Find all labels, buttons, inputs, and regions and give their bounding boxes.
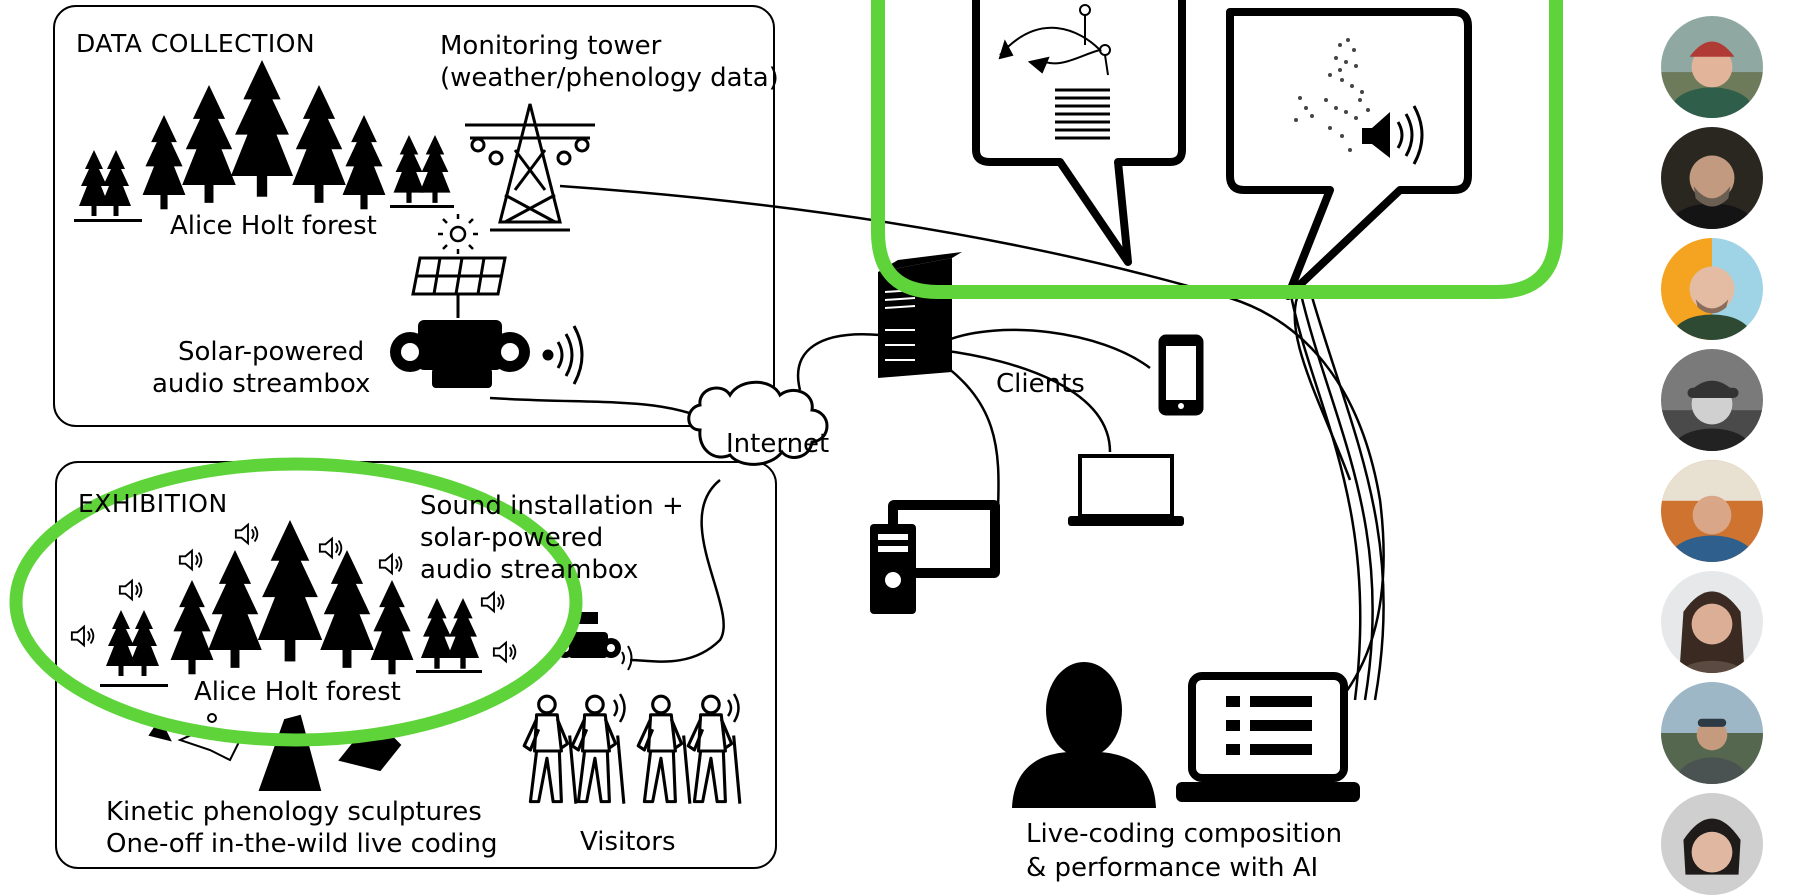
avatar-8 [1661,793,1763,895]
installation-label-line2: solar-powered [420,523,604,553]
smartphone-icon [1158,334,1204,416]
exhibition-heading: EXHIBITION [78,489,228,518]
sculptures-label-line1: Kinetic phenology sculptures [106,797,482,827]
avatar-7 [1661,682,1763,784]
transmission-tower-icon [465,103,595,232]
laptop-icon [1068,454,1184,526]
coding-laptop-icon [1176,672,1360,802]
clients-label: Clients [996,369,1085,399]
forest-label-exhibition: Alice Holt forest [194,677,401,707]
composition-label-line1: Live-coding composition [1026,819,1343,849]
avatar-2 [1661,127,1763,229]
installation-label-line3: audio streambox [420,555,639,585]
streambox-label-line2: audio streambox [152,369,371,399]
forest-label-top: Alice Holt forest [170,211,377,241]
tower-label-line1: Monitoring tower [440,31,662,61]
internet-label: Internet [726,429,830,459]
installation-label-line1: Sound installation + [420,491,684,521]
data-collection-heading: DATA COLLECTION [76,29,316,58]
data-collection-panel [53,5,775,427]
avatar-6 [1661,571,1763,673]
hiker-icons [522,693,742,806]
cloud-icon [687,380,829,466]
visitors-label: Visitors [580,827,676,857]
tower-label-line2: (weather/phenology data) [440,63,779,93]
solar-panel-icon [411,256,507,318]
sculptures-label-line2: One-off in-the-wild live coding [106,829,498,859]
desktop-tablet-icon [870,500,1000,614]
speaker-icon [1362,105,1424,165]
sun-icon [438,214,478,254]
wifi-signal-icon [542,325,584,385]
person-silhouette-icon [1012,662,1156,808]
composition-label-line2: & performance with AI [1026,853,1319,883]
forest-trees-exhibition [100,520,482,687]
forest-trees-top [74,60,454,222]
streambox-icon [390,320,530,388]
avatar-4 [1661,349,1763,451]
sculpture-sketch-icon [998,4,1111,76]
avatar-5 [1661,460,1763,562]
document-lines-icon [1055,88,1110,140]
uk-map-icon [1294,38,1370,152]
highlight-box [871,0,1563,299]
streambox-label-line1: Solar-powered [178,337,365,367]
avatar-3 [1661,238,1763,340]
speech-bubble-icon [972,0,1472,300]
highlight-ellipse [9,457,583,747]
avatar-1 [1661,16,1763,118]
